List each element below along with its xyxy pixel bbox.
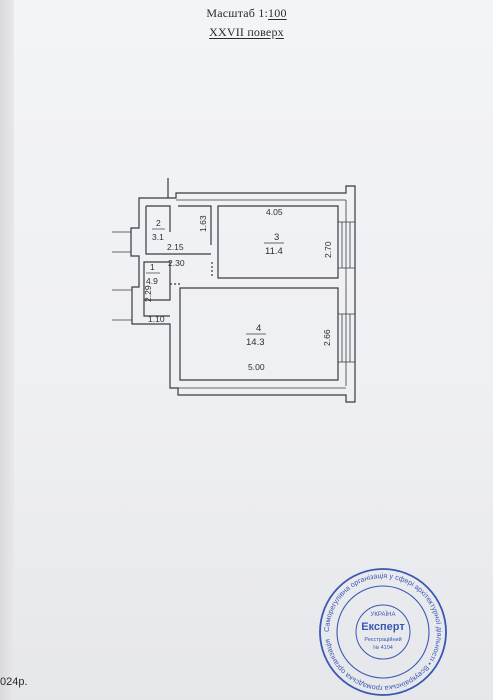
room1-number: 1 <box>150 262 155 272</box>
window-room3 <box>338 221 355 269</box>
wall-bath-block <box>178 205 212 245</box>
outer-wall <box>130 178 356 403</box>
seal-middle-ring <box>336 585 430 679</box>
wall-room2-right <box>146 205 171 232</box>
room4-area: 14.3 <box>246 337 265 348</box>
scale-label: Масштаб 1: <box>206 6 269 20</box>
floor-caption: XXVII поверх <box>0 25 493 40</box>
dim-room2-depth: 1.63 <box>198 215 208 232</box>
seal-reg-number: № 4104 <box>373 645 393 651</box>
wall-room4 <box>179 287 339 381</box>
window-left-lower <box>112 289 132 321</box>
seal-outer-ring <box>319 568 447 696</box>
wall-entry <box>143 300 170 317</box>
document-sheet <box>14 0 493 700</box>
room4-number: 4 <box>256 323 261 334</box>
window-left-upper <box>112 231 131 253</box>
dim-room2-width: 2.15 <box>167 242 184 252</box>
scale-value: 100 <box>268 6 287 20</box>
seal-title: Експерт <box>361 621 405 633</box>
dim-room1-height: 2.29 <box>143 285 153 302</box>
room3-area: 11.4 <box>265 246 283 257</box>
dim-room4-width: 5.00 <box>248 362 265 372</box>
seal-reg-label: Реєстраційний <box>364 636 401 643</box>
room1-area: 4.9 <box>146 276 158 286</box>
windows <box>112 221 355 363</box>
signature-date-fragment: 024р. <box>0 676 28 688</box>
dim-entry-width: 1.10 <box>148 314 165 324</box>
wall-room1 <box>143 261 171 301</box>
expert-seal: Саморегулівна організація у сфері архіте… <box>319 568 447 696</box>
dim-room4-height: 2.66 <box>322 329 332 346</box>
wall-room2-bottom <box>145 206 211 255</box>
room2-number: 2 <box>156 218 161 228</box>
page-edge-shadow <box>0 0 14 700</box>
room2-area: 3.1 <box>152 232 164 242</box>
dim-corridor-width: 2.30 <box>168 258 185 268</box>
window-room4 <box>338 313 355 363</box>
room3-number: 3 <box>274 232 279 243</box>
seal-country: УКРАЇНА <box>371 611 396 618</box>
plan-walls <box>130 178 356 403</box>
wall-room3 <box>217 205 339 279</box>
dim-room3-height: 2.70 <box>323 241 333 258</box>
floor-label: XXVII поверх <box>209 25 284 39</box>
dim-room3-width: 4.05 <box>266 207 283 217</box>
scale-caption: Масштаб 1:100 <box>0 6 493 21</box>
seal-inner-ring <box>355 604 411 660</box>
